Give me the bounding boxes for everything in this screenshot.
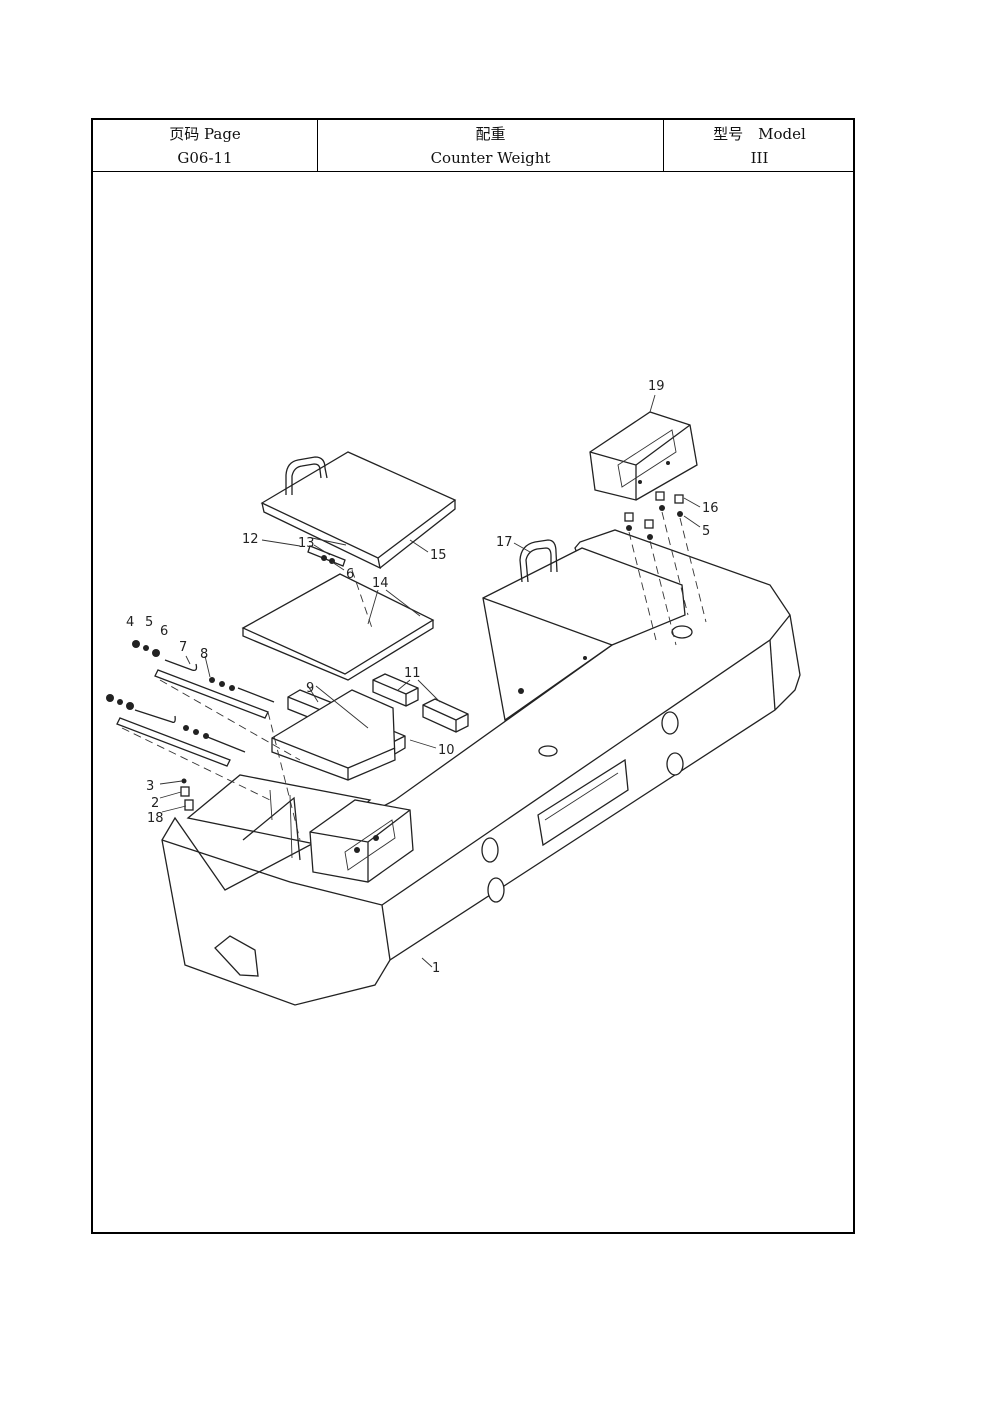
callout-16: 16 <box>702 501 719 516</box>
callout-2: 2 <box>151 796 159 811</box>
page-number: G06-11 <box>177 149 233 167</box>
callout-15: 15 <box>430 548 447 563</box>
callout-19: 19 <box>648 379 665 394</box>
page-label: 页码 Page <box>169 125 241 143</box>
callout-9: 9 <box>306 681 314 696</box>
model-label: 型号 Model <box>713 125 806 143</box>
callout-10: 10 <box>438 743 455 758</box>
callout-5-rear: 5 <box>702 524 710 539</box>
front-bracket <box>309 799 414 883</box>
callout-5: 5 <box>145 615 153 630</box>
callout-6-top: 6 <box>346 567 354 582</box>
title-block: 页码 Page G06-11 配重 Counter Weight 型号 Mode… <box>93 120 853 172</box>
callout-12: 12 <box>242 532 259 547</box>
callout-labels: 1 2 3 4 5 6 7 8 9 10 11 12 13 14 15 16 1… <box>126 379 719 976</box>
title-en: Counter Weight <box>430 149 551 167</box>
callout-4: 4 <box>126 615 134 630</box>
callout-11: 11 <box>404 666 421 681</box>
assembly-lines <box>121 511 707 841</box>
callout-8: 8 <box>200 647 208 662</box>
callout-1: 1 <box>432 961 440 976</box>
hardware <box>180 491 684 811</box>
sheet-frame: 页码 Page G06-11 配重 Counter Weight 型号 Mode… <box>91 118 855 1234</box>
title-cell: 配重 Counter Weight <box>317 120 663 171</box>
title-cn: 配重 <box>475 125 506 143</box>
rear-bracket <box>589 411 698 501</box>
model-cell: 型号 Model III <box>663 120 855 171</box>
page-cell: 页码 Page G06-11 <box>93 120 317 171</box>
callout-6: 6 <box>160 624 168 639</box>
plates-14 <box>241 573 435 681</box>
blocks <box>271 673 469 781</box>
callout-13: 13 <box>298 536 315 551</box>
callout-3: 3 <box>146 779 154 794</box>
counterweight-body <box>161 529 801 1006</box>
tie-bars <box>106 545 346 767</box>
top-plate <box>260 451 457 570</box>
callout-18: 18 <box>147 811 164 826</box>
callout-17: 17 <box>496 535 513 550</box>
model-value: III <box>750 149 769 167</box>
callout-14: 14 <box>372 576 389 591</box>
leader-lines <box>159 394 701 968</box>
callout-7: 7 <box>179 640 187 655</box>
